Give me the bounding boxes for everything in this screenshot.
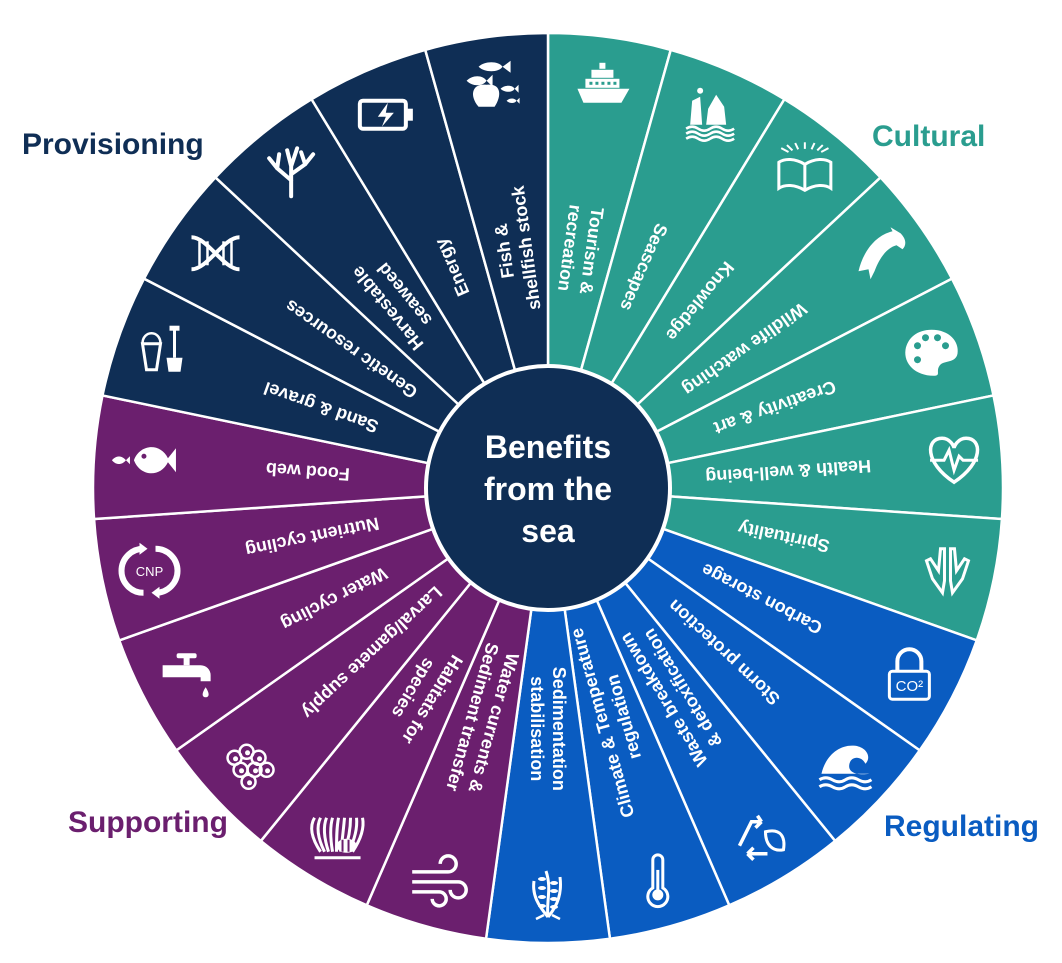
fish-eggs-icon	[226, 743, 275, 791]
anemone-fish-icon	[310, 816, 365, 860]
thermometer-icon	[646, 853, 670, 909]
seaweed-icon	[267, 146, 316, 199]
center-circle	[424, 364, 672, 612]
paint-palette-icon	[905, 329, 958, 376]
bucket-spade-icon	[140, 325, 183, 372]
fish-eating-fish-icon	[111, 447, 176, 474]
cruise-ship-icon	[577, 62, 630, 103]
fish-shell-icon	[466, 60, 520, 107]
praying-hands-icon	[924, 547, 971, 597]
segment-label-line: stabilisation	[527, 676, 547, 781]
category-label-supporting: Supporting	[68, 806, 228, 839]
center-title-line: Benefits	[485, 429, 611, 465]
sea-stacks-icon	[685, 87, 735, 142]
wave-icon	[818, 745, 873, 791]
segment-label-line: Sedimentation	[549, 667, 569, 791]
category-label-provisioning: Provisioning	[22, 128, 204, 161]
category-label-cultural: Cultural	[872, 120, 986, 153]
recycle-leaf-icon	[737, 814, 786, 861]
category-label-regulating: Regulating	[884, 810, 1039, 843]
wind-current-icon	[412, 854, 468, 908]
cnp-cycle-icon: CNP	[118, 542, 181, 599]
heartbeat-icon	[928, 436, 980, 485]
center-title-line: sea	[521, 513, 575, 549]
center-title-line: from the	[484, 471, 612, 507]
seagrass-icon	[532, 870, 562, 921]
water-tap-icon	[162, 653, 211, 698]
co2-lock-icon: CO²	[887, 647, 931, 701]
open-book-icon	[777, 142, 833, 193]
battery-icon	[357, 98, 413, 131]
dna-icon	[191, 235, 240, 272]
dolphin-icon	[858, 227, 906, 280]
co2-icon-text: CO²	[896, 678, 924, 695]
cnp-icon-text: CNP	[136, 564, 163, 579]
